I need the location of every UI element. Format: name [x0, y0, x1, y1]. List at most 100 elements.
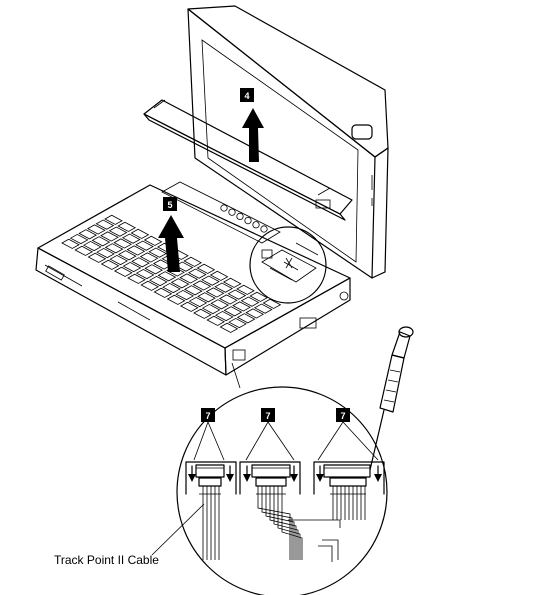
keyboard-key	[135, 240, 154, 251]
port	[299, 317, 317, 329]
connector-badge-left-label: 7	[205, 411, 210, 421]
keyboard-key	[232, 301, 251, 312]
keyboard-key	[236, 313, 256, 324]
keyboard-key	[188, 297, 208, 308]
down-arrow-icon	[316, 474, 324, 482]
step-badge-upper: 4	[240, 88, 254, 102]
keyboard-key	[143, 235, 163, 246]
connector-badge-middle-label: 7	[265, 411, 270, 421]
keyboard-key	[135, 269, 155, 280]
connector-badge-right-label: 7	[340, 411, 345, 421]
keyboard-key	[214, 311, 234, 322]
screw	[244, 217, 252, 225]
screwdriver-icon	[369, 326, 414, 471]
keyboard-key	[183, 256, 203, 267]
cable-wire	[269, 486, 297, 560]
keyboard-key	[179, 273, 199, 284]
keyboard-key	[193, 308, 212, 319]
step-badge-lower-label: 5	[167, 200, 172, 210]
cable-wire	[318, 545, 333, 562]
keyboard-key	[130, 228, 150, 239]
keyboard-key	[131, 257, 150, 268]
keyboard-key	[121, 233, 141, 244]
keyboard-key	[166, 294, 186, 305]
keyboard-key	[108, 226, 128, 237]
keyboard-key	[74, 245, 94, 256]
keyboard-key	[113, 266, 133, 277]
screw	[220, 204, 228, 212]
keyboard-key	[175, 290, 195, 301]
keyboard-key	[196, 263, 216, 274]
cable-wire	[288, 519, 341, 528]
down-arrow-icons	[188, 465, 382, 482]
keyboard	[61, 214, 282, 333]
keyboard-key	[222, 277, 242, 288]
keyboard-key	[96, 248, 115, 259]
keyboard-key	[117, 221, 137, 232]
keyboard-key	[153, 287, 173, 298]
keyboard-key	[214, 282, 234, 293]
keyboard-key	[245, 308, 265, 319]
ribbon-cables	[199, 486, 366, 562]
down-arrow-icon	[374, 474, 382, 482]
keyboard-key	[139, 252, 159, 263]
keyboard-key	[223, 306, 243, 317]
keyboard-key	[148, 247, 168, 258]
down-arrow-icon	[243, 474, 251, 482]
keyboard-key	[205, 287, 225, 298]
keyboard-key	[206, 315, 226, 326]
keyboard-key	[109, 255, 129, 266]
hinge-screws	[220, 204, 268, 233]
cable-wire	[261, 486, 293, 560]
keyboard-key	[82, 241, 102, 252]
keyboard-key	[210, 299, 230, 310]
cable-wire	[281, 486, 303, 560]
keyboard-key	[144, 264, 164, 275]
port	[232, 349, 246, 361]
cable-wire	[273, 486, 299, 560]
keyboard-key	[249, 291, 269, 302]
connector-badge-middle: 7	[245, 408, 295, 461]
keyboard-key	[201, 304, 221, 315]
keyboard-key	[209, 270, 229, 281]
screw	[260, 225, 268, 233]
keyboard-key	[100, 259, 120, 270]
keyboard-key	[162, 283, 181, 294]
keyboard-key	[78, 229, 98, 240]
keyboard-key	[228, 318, 247, 329]
keyboard-key	[174, 261, 194, 272]
keyboard-key	[240, 296, 260, 307]
up-arrow-icon	[158, 215, 184, 272]
down-arrow-icon	[226, 474, 234, 482]
keyboard-key	[253, 303, 273, 314]
keyboard-key	[122, 262, 142, 273]
keyboard-key	[104, 214, 123, 225]
screw	[228, 208, 236, 216]
connector-middle	[239, 461, 301, 487]
connector-right	[313, 461, 385, 487]
laptop-lid	[187, 5, 389, 279]
step-badge-upper-label: 4	[244, 91, 249, 101]
screw	[236, 212, 244, 220]
down-arrow-icon	[290, 474, 298, 482]
lid-latch	[351, 124, 373, 140]
cable-wire	[265, 486, 295, 560]
lid-bezel-strip	[143, 99, 353, 221]
detail-magnify-circle: 7 7 7	[176, 362, 388, 595]
keyboard-key	[127, 273, 146, 284]
keyboard-key	[236, 284, 255, 295]
keyboard-key	[117, 250, 137, 261]
keyboard-key	[95, 219, 115, 230]
keyboard-key	[87, 252, 107, 263]
keyboard-key	[201, 275, 220, 286]
keyboard-key	[113, 238, 133, 249]
connector-badge-right: 7	[317, 408, 379, 461]
keyboard-key	[61, 238, 80, 249]
track-point-cable-label: Track Point II Cable	[54, 553, 159, 567]
keyboard-key	[126, 245, 146, 256]
screw	[252, 221, 260, 229]
keyboard-key	[104, 243, 124, 254]
keyboard-key	[170, 278, 190, 289]
keyboard-key	[148, 276, 168, 287]
